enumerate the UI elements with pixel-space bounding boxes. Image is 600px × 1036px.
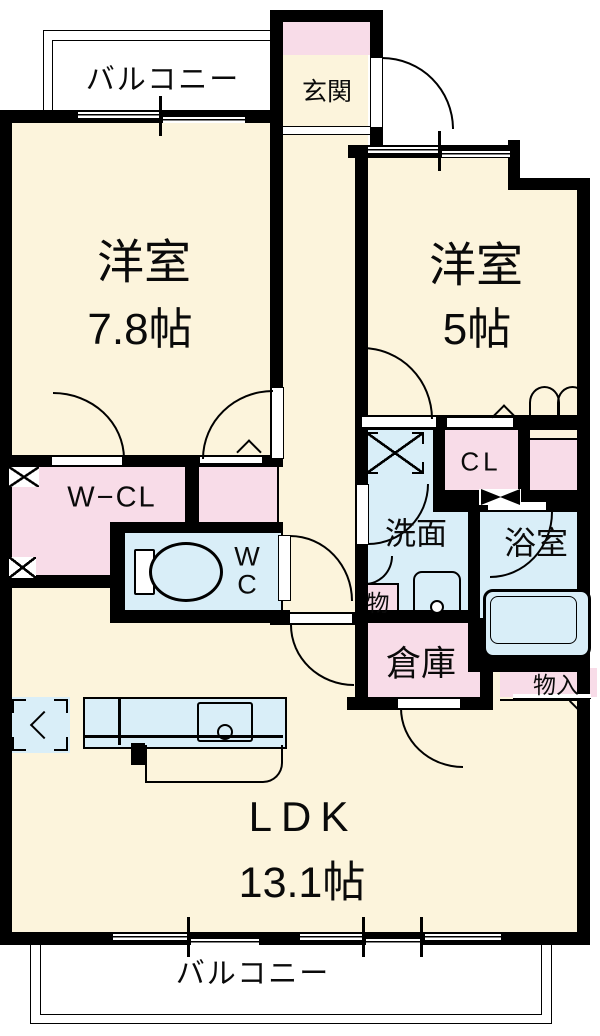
window-ldk-2	[366, 939, 420, 945]
window-ldk-1	[191, 939, 259, 945]
label-wc-w: W	[234, 541, 260, 572]
label-bedroom-left-name: 洋室	[97, 235, 191, 289]
entrance-porch-strip	[283, 22, 370, 55]
wall	[120, 522, 283, 533]
label-closet-cl: CL	[460, 446, 502, 477]
plan-part	[12, 737, 26, 751]
entrance-step	[283, 126, 370, 135]
plan-part	[54, 737, 68, 751]
wall	[270, 10, 383, 22]
wall	[0, 932, 590, 945]
wall	[370, 10, 383, 57]
wall-opening	[447, 418, 513, 427]
wall	[508, 178, 590, 190]
wall	[577, 178, 590, 945]
wall-opening	[200, 457, 262, 463]
counter-divider	[118, 697, 121, 745]
window-ldk-2	[425, 934, 501, 940]
label-balcony-top: バルコニー	[85, 64, 241, 96]
window-ldk-1	[113, 934, 189, 940]
refrigerator-icon	[10, 697, 70, 753]
label-ldk-size: 13.1帖	[238, 859, 366, 907]
label-storage-monoire: 物入	[533, 672, 579, 698]
wall	[508, 140, 520, 190]
label-ldk-name: LDK	[248, 793, 358, 840]
window-tick	[438, 131, 441, 171]
wall	[433, 428, 445, 500]
room-walk-in-closet	[12, 467, 188, 527]
window-bedroom-left	[163, 117, 245, 123]
window-bedroom-right	[368, 147, 440, 153]
wall	[131, 743, 145, 765]
plan-part	[217, 724, 233, 740]
closet-bedroom-left	[197, 460, 279, 526]
plan-part	[12, 699, 26, 713]
wall-opening	[52, 457, 122, 465]
counter-edge	[83, 735, 283, 738]
door-arc-entrance	[382, 57, 454, 129]
plan-part	[29, 710, 59, 740]
kitchen-counter	[83, 697, 287, 749]
plan-part	[430, 600, 444, 614]
refrigerator-space	[10, 697, 70, 753]
bathtub-icon	[483, 589, 591, 658]
wall	[500, 699, 590, 701]
pillar-bowtie	[500, 489, 520, 505]
pillar-mark	[9, 467, 39, 487]
wall	[518, 428, 530, 505]
plan-part	[54, 699, 68, 713]
wall	[468, 655, 590, 672]
room-bedroom-right-upper	[355, 158, 508, 190]
plan-part	[412, 462, 424, 474]
folding-door-closet-right-2	[557, 386, 588, 419]
plan-part	[366, 462, 378, 474]
wall-opening	[398, 699, 460, 708]
plan-part	[149, 542, 223, 602]
washing-machine-icon	[366, 432, 424, 474]
window-bedroom-right	[442, 151, 510, 157]
window-tick	[159, 96, 162, 136]
wall	[185, 455, 197, 527]
pillar-mark	[9, 557, 36, 578]
pillar-bowtie	[481, 489, 501, 505]
window-tick	[362, 917, 365, 957]
plan-part	[490, 596, 577, 644]
label-balcony-bottom: バルコニー	[175, 958, 331, 990]
plan-part	[412, 432, 424, 444]
window-tick	[420, 917, 423, 957]
window-bedroom-left	[78, 112, 162, 118]
toilet-icon	[134, 542, 226, 602]
label-bedroom-right-name: 洋室	[429, 238, 523, 292]
label-washroom: 洗面	[385, 516, 447, 552]
balcony-top-inner	[52, 40, 279, 117]
wall-opening	[488, 502, 546, 510]
wall-opening	[513, 694, 591, 699]
wall	[110, 610, 290, 623]
label-storage-souko: 倉庫	[385, 644, 457, 684]
wall	[110, 522, 125, 610]
label-entrance: 玄関	[301, 78, 353, 106]
wall-opening	[362, 417, 436, 427]
window-tick	[187, 917, 190, 957]
wall-opening	[290, 614, 352, 623]
label-walk-in-closet: W−CL	[67, 481, 157, 514]
label-storage-mono: 物	[366, 590, 390, 616]
label-bedroom-left-size: 7.8帖	[87, 305, 193, 354]
wall	[270, 10, 283, 465]
window-ldk-2	[300, 934, 362, 940]
plan-part	[366, 432, 378, 444]
label-bedroom-right-size: 5帖	[442, 305, 512, 354]
wall	[0, 575, 122, 588]
label-wc-c: C	[237, 569, 257, 600]
label-bathroom: 浴室	[503, 525, 569, 561]
wall	[468, 500, 480, 660]
washbasin-icon	[413, 571, 461, 619]
balcony-bottom-inner	[40, 938, 542, 1015]
wall	[0, 110, 12, 945]
counter-return	[145, 745, 283, 783]
folding-door-closet-right-1	[529, 386, 560, 419]
